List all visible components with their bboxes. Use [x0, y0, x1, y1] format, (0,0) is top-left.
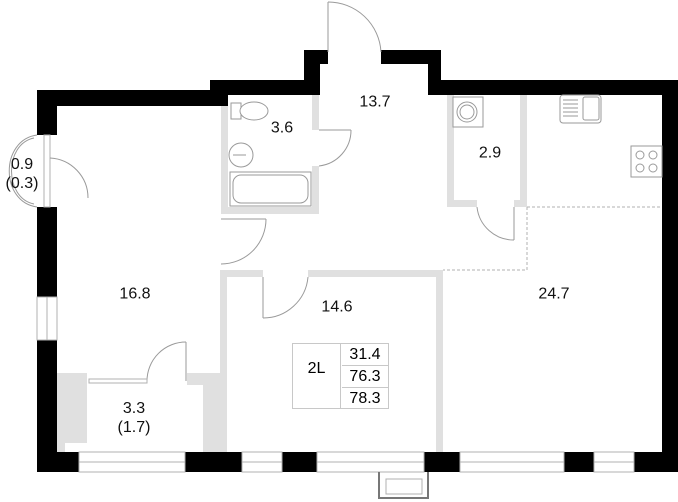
- total-area: 76.3: [342, 366, 388, 388]
- stove-icon: [630, 145, 663, 178]
- apartment-summary: 2L 31.4 76.3 78.3: [292, 343, 389, 409]
- fixtures: [228, 94, 663, 207]
- room-kitchen-label: 24.7: [538, 285, 570, 303]
- room-bedroom-label: 14.6: [321, 298, 353, 316]
- area-values: 31.4 76.3 78.3: [342, 344, 388, 408]
- room-balcony-label: 0.9 (0.3): [6, 155, 39, 193]
- room-area: 3.3: [122, 400, 146, 417]
- washbasin-icon: [228, 142, 254, 168]
- bathtub-icon: [229, 171, 312, 207]
- room-utility-label: 2.9: [478, 144, 502, 162]
- windows: [36, 134, 635, 473]
- room-bathroom-label: 3.6: [270, 119, 294, 137]
- room-loggia-label: 3.3 (1.7): [118, 399, 151, 437]
- bay-ledge: [378, 472, 429, 499]
- zone-lines: [443, 206, 662, 271]
- left-balcony: [8, 134, 38, 208]
- room-living-label: 16.8: [119, 285, 151, 303]
- living-area: 31.4: [342, 344, 388, 366]
- room-area-reduced: (1.7): [117, 419, 151, 436]
- room-hallway-label: 13.7: [359, 93, 391, 111]
- total-area-with-balconies: 78.3: [349, 390, 381, 407]
- room-area: 0.9: [10, 156, 34, 173]
- toilet-icon: [230, 101, 269, 121]
- doors: [49, 1, 515, 384]
- partitions: [57, 95, 527, 452]
- sink-icon: [559, 94, 602, 124]
- washing-machine-icon: [452, 96, 484, 128]
- room-area-reduced: (0.3): [5, 175, 39, 192]
- apartment-type: 2L: [293, 344, 341, 408]
- exterior-walls: [37, 50, 678, 472]
